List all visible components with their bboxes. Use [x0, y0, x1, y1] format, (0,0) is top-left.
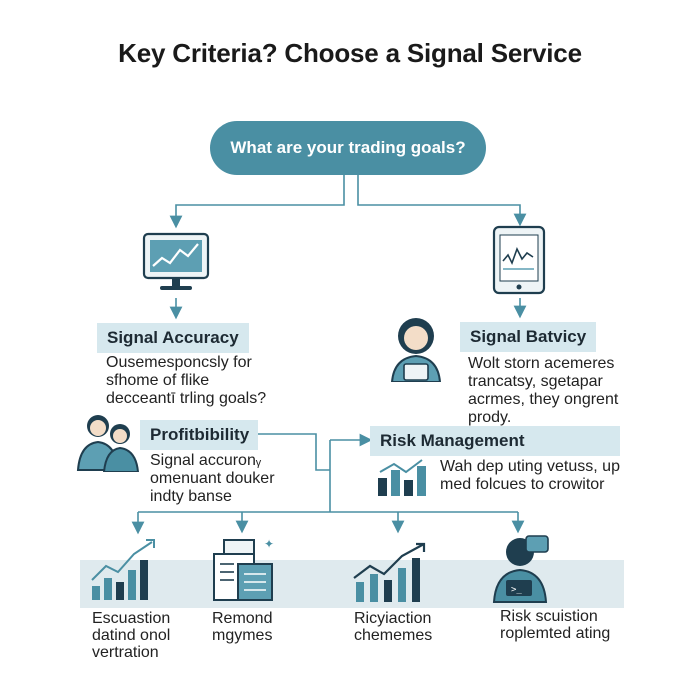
support-agent-icon: >_ [492, 535, 549, 603]
signal-accuracy-description: Ousemesponcsly for sfhome of flike decce… [106, 354, 267, 407]
signal-batvicy-label: Signal Batvicy [460, 322, 597, 352]
risk-management-label: Risk Management [370, 426, 620, 456]
bottom-caption-1: Escuastion datind onol vertration [92, 610, 171, 661]
people-icon [76, 415, 140, 472]
monitor-chart-icon [142, 232, 210, 290]
risk-management-description: Wah dep uting vetuss, up med folcues to … [440, 458, 620, 493]
profitability-description: Signal accuronᵧ omenuant douker indty ba… [150, 452, 275, 505]
bar-chart-icon [378, 459, 426, 496]
signal-batvicy-description: Wolt storn acemeres trancatsy, sgetapar … [468, 355, 619, 426]
profitability-label: Profitbibility [140, 420, 258, 450]
root-question: What are your trading goals? [210, 121, 486, 175]
bottom-caption-2: Remond mgymes [212, 610, 273, 644]
tablet-chart-icon [492, 225, 546, 295]
signal-accuracy-label: Signal Accuracy [97, 323, 249, 353]
trend-line-icon [353, 542, 426, 602]
growth-bars-icon [91, 539, 155, 600]
svg-text:✦: ✦ [264, 537, 274, 551]
support-person-icon [390, 318, 442, 382]
documents-icon: ✦ [213, 537, 274, 601]
bottom-caption-3: Ricyiaction chememes [354, 610, 433, 644]
svg-text:>_: >_ [511, 585, 522, 595]
bottom-caption-4: Risk scuistion roplemted ating [500, 608, 611, 642]
page-title: Key Criteria? Choose a Signal Service [118, 38, 582, 68]
